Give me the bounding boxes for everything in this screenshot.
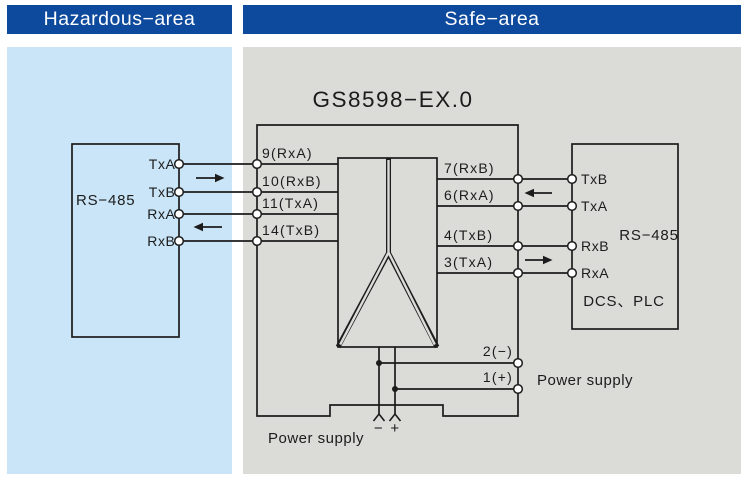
barrier-pin-11: 11(TxA) bbox=[262, 195, 319, 211]
field-terminal-rxa: RxA bbox=[147, 206, 175, 222]
signal-direction-arrows bbox=[193, 173, 553, 265]
barrier-pin-6: 6(RxA) bbox=[444, 187, 495, 203]
hazardous-area-header: Hazardous−area bbox=[7, 5, 232, 34]
terminal-circle bbox=[173, 186, 185, 198]
barrier-outline bbox=[256, 124, 519, 417]
arrow-right-icon bbox=[215, 173, 225, 183]
terminal-circle bbox=[512, 383, 524, 395]
field-device-label: RS−485 bbox=[76, 192, 135, 209]
terminal-circle bbox=[251, 186, 263, 198]
terminal-circle bbox=[512, 357, 524, 369]
terminal-circle bbox=[566, 173, 578, 185]
control-system-sublabel: DCS、PLC bbox=[583, 293, 664, 310]
power-minus-sign: − bbox=[374, 420, 383, 437]
barrier-core-box bbox=[337, 157, 438, 348]
control-terminal-txa: TxA bbox=[581, 198, 608, 214]
control-terminal-rxa: RxA bbox=[581, 265, 609, 281]
power-supply-label-bottom: Power supply bbox=[268, 430, 364, 447]
arrow-left-icon bbox=[193, 222, 203, 232]
hazardous-area-title: Hazardous−area bbox=[43, 8, 196, 30]
power-plug-minus-icon bbox=[372, 412, 386, 422]
barrier-pin-2-minus: 2(−) bbox=[483, 343, 513, 359]
field-terminal-rxb: RxB bbox=[147, 233, 175, 249]
barrier-model-title: GS8598−EX.0 bbox=[313, 87, 474, 112]
terminal-circle bbox=[512, 240, 524, 252]
control-system-label: RS−485 bbox=[619, 227, 678, 244]
terminal-circle bbox=[566, 200, 578, 212]
terminal-circle bbox=[251, 208, 263, 220]
barrier-pin-10: 10(RxB) bbox=[262, 173, 322, 189]
line-work bbox=[71, 124, 679, 422]
power-supply-label-right: Power supply bbox=[537, 372, 633, 389]
terminal-circle bbox=[251, 158, 263, 170]
barrier-pin-4: 4(TxB) bbox=[444, 227, 493, 243]
barrier-pin-3: 3(TxA) bbox=[444, 254, 493, 270]
safe-area-header: Safe−area bbox=[243, 5, 741, 34]
hazardous-area-panel bbox=[7, 47, 232, 474]
barrier-pin-1-plus: 1(+) bbox=[483, 369, 513, 385]
power-plug-plus-icon bbox=[388, 412, 402, 422]
power-plus-sign: + bbox=[390, 420, 399, 437]
terminal-circle bbox=[173, 158, 185, 170]
isolation-barrier-symbol-inner bbox=[339, 160, 436, 346]
arrow-right2-icon bbox=[543, 255, 553, 265]
terminal-circle bbox=[566, 240, 578, 252]
barrier-pin-9: 9(RxA) bbox=[262, 145, 313, 161]
barrier-pin-14: 14(TxB) bbox=[262, 222, 320, 238]
control-system-box bbox=[571, 143, 679, 330]
junction-dot bbox=[376, 360, 382, 366]
terminal-circle bbox=[173, 235, 185, 247]
field-terminal-txb: TxB bbox=[149, 184, 176, 200]
terminal-circle bbox=[512, 267, 524, 279]
terminal-circle bbox=[512, 173, 524, 185]
barrier-pin-7: 7(RxB) bbox=[444, 160, 495, 176]
field-terminal-txa: TxA bbox=[149, 156, 176, 172]
terminal-circle bbox=[566, 267, 578, 279]
terminal-circle bbox=[173, 208, 185, 220]
arrow-left2-icon bbox=[524, 188, 534, 198]
safe-area-panel bbox=[243, 47, 741, 474]
terminal-circle bbox=[251, 235, 263, 247]
terminal-circles bbox=[173, 158, 578, 395]
terminal-circle bbox=[512, 200, 524, 212]
safe-area-title: Safe−area bbox=[444, 8, 540, 30]
control-terminal-rxb: RxB bbox=[581, 238, 609, 254]
control-terminal-txb: TxB bbox=[581, 171, 608, 187]
junction-dot bbox=[392, 386, 398, 392]
